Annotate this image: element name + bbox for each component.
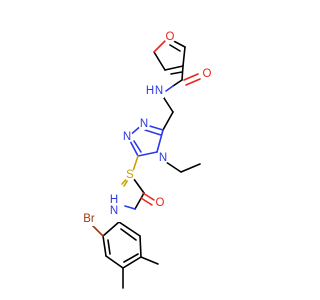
- bond: [153, 51, 166, 71]
- svg-text:O: O: [166, 31, 175, 43]
- acetamide-oxygen-label: O: [154, 197, 166, 209]
- bond: [122, 256, 142, 269]
- bond: [102, 221, 120, 237]
- svg-text:N: N: [123, 131, 131, 143]
- bond: [107, 239, 111, 255]
- atom-labels: O O H N N N N: [80, 31, 213, 226]
- bond: [170, 71, 183, 75]
- bond: [144, 129, 162, 136]
- svg-text:H: H: [110, 194, 118, 206]
- substituents: [91, 224, 159, 289]
- bond: [120, 228, 137, 241]
- bond: [172, 79, 183, 87]
- bond: [183, 73, 199, 81]
- bond: [165, 161, 182, 173]
- bond: [118, 221, 141, 237]
- bond: [156, 129, 164, 153]
- svg-text:N: N: [110, 205, 118, 217]
- bond: [134, 192, 145, 210]
- furan-oxygen-label: O: [164, 31, 176, 43]
- triazole-n2-label: N: [121, 131, 133, 143]
- carboxamide: [161, 65, 201, 113]
- amide-nh-label: H N: [146, 84, 164, 98]
- bromine-label: Br: [80, 213, 98, 226]
- bond: [140, 256, 159, 265]
- bond: [164, 65, 184, 71]
- bond: [185, 78, 201, 86]
- triazole-n1-label: N: [138, 118, 150, 130]
- svg-text:N: N: [155, 85, 163, 97]
- svg-text:S: S: [126, 169, 134, 181]
- ethyl-group: [165, 161, 201, 173]
- bond: [105, 255, 124, 269]
- svg-text:N: N: [159, 152, 167, 164]
- triazole-ring: [127, 111, 174, 157]
- svg-text:H: H: [146, 85, 154, 97]
- svg-text:O: O: [156, 197, 165, 209]
- bond: [181, 65, 184, 81]
- molecule-canvas: O O H N N N N: [80, 31, 213, 289]
- bond: [133, 140, 142, 153]
- thioether-sulfur-label: S: [124, 169, 136, 181]
- svg-text:Br: Br: [83, 213, 95, 225]
- bond: [165, 85, 174, 92]
- bond: [123, 253, 139, 263]
- bond: [140, 197, 153, 206]
- bond: [137, 151, 158, 157]
- bond: [91, 224, 104, 237]
- bond: [124, 205, 136, 210]
- aryl-ring: [102, 209, 142, 269]
- thioacetamide-linker: [121, 155, 155, 210]
- svg-text:O: O: [203, 68, 212, 80]
- bond: [102, 235, 107, 257]
- bond: [142, 192, 155, 201]
- bond: [139, 235, 142, 258]
- molecule-structure: O O H N N N N: [80, 31, 213, 289]
- bond: [182, 46, 186, 67]
- anilide-nh-label: H N: [104, 194, 123, 222]
- svg-text:N: N: [140, 118, 148, 130]
- bond: [180, 163, 201, 173]
- bond: [169, 44, 181, 52]
- bond: [162, 111, 174, 131]
- triazole-n4-label: N: [157, 152, 169, 164]
- carbonyl-oxygen-label: O: [201, 68, 213, 80]
- furan-ring: [153, 37, 186, 75]
